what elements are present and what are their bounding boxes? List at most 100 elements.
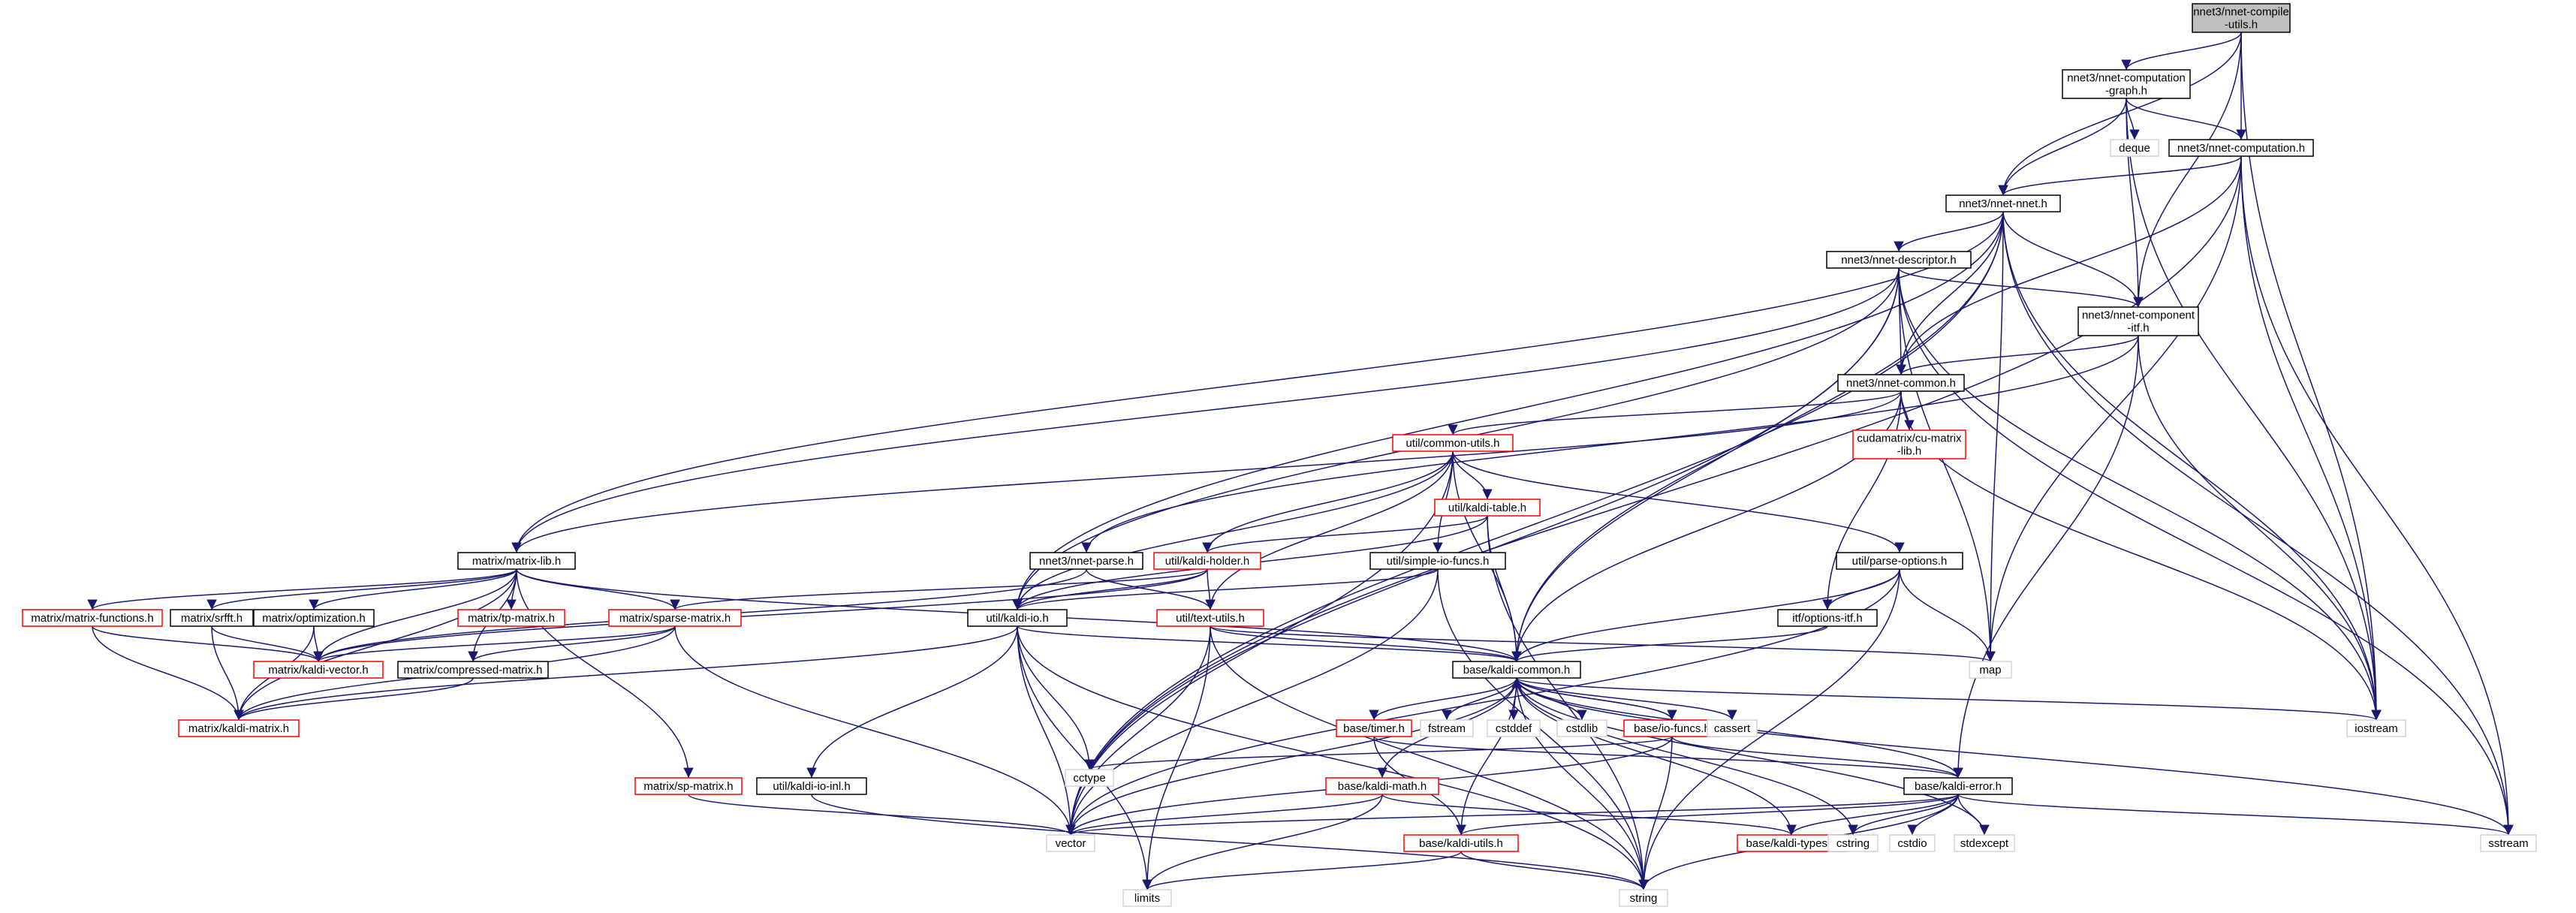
node-kaldi-utils[interactable]: base/kaldi-utils.h bbox=[1403, 834, 1519, 852]
node-sp-matrix[interactable]: matrix/sp-matrix.h bbox=[634, 777, 743, 795]
edge-base_common-to-iostream bbox=[1516, 677, 2382, 721]
node-label: cctype bbox=[1073, 772, 1105, 785]
edge-descriptor-to-vector bbox=[1065, 267, 1900, 836]
node-compile-utils[interactable]: nnet3/nnet-compile-utils.h bbox=[2192, 3, 2291, 33]
edge-kaldi_math-to-vector bbox=[1065, 794, 1383, 836]
edge-io_funcs-to-cctype bbox=[1084, 736, 1673, 770]
nodes-layer: nnet3/nnet-compile-utils.h nnet3/nnet-com… bbox=[22, 3, 2537, 907]
node-kaldi-holder[interactable]: util/kaldi-holder.h bbox=[1153, 552, 1261, 570]
node-box bbox=[1836, 552, 1963, 570]
edge-matrix_lib-to-srfft bbox=[206, 568, 517, 610]
node-computation[interactable]: nnet3/nnet-computation.h bbox=[2168, 139, 2314, 157]
edge-srfft-to-kaldi_matrix bbox=[211, 625, 244, 721]
edge-common-to-options_itf bbox=[1822, 390, 1902, 610]
edge-matrix_lib-to-optimization bbox=[309, 568, 517, 610]
edge-text_utils-to-string bbox=[1210, 625, 1649, 890]
node-box bbox=[1153, 552, 1261, 570]
node-matrix-lib[interactable]: matrix/matrix-lib.h bbox=[457, 552, 576, 570]
edge-kaldi_utils-to-limits bbox=[1142, 851, 1462, 890]
node-label: matrix/sparse-matrix.h bbox=[619, 612, 731, 625]
edges-layer bbox=[87, 32, 2514, 890]
node-box bbox=[2192, 3, 2291, 33]
edge-nnet-to-vector bbox=[1065, 211, 2004, 836]
node-box bbox=[1826, 251, 1972, 269]
edge-kaldi_holder-to-text_utils bbox=[1205, 568, 1216, 610]
node-box bbox=[1434, 499, 1541, 517]
node-box bbox=[1954, 834, 2015, 852]
node-common[interactable]: nnet3/nnet-common.h bbox=[1837, 374, 1965, 392]
node-label: base/kaldi-utils.h bbox=[1419, 837, 1503, 850]
node-label: base/io-funcs.h bbox=[1634, 722, 1710, 735]
edge-kaldi_io_inl-to-string bbox=[811, 794, 1649, 890]
node-box bbox=[1452, 661, 1581, 679]
edge-component_itf-to-iostream bbox=[2138, 335, 2382, 721]
node-simple-io[interactable]: util/simple-io-funcs.h bbox=[1369, 552, 1506, 570]
node-label: nnet3/nnet-component bbox=[2082, 309, 2195, 322]
node-label: util/simple-io-funcs.h bbox=[1387, 555, 1490, 568]
node-io-funcs[interactable]: base/io-funcs.h bbox=[1623, 719, 1721, 737]
node-cu-matrix-lib[interactable]: cudamatrix/cu-matrix-lib.h bbox=[1852, 429, 1966, 460]
edge-common-to-matrix_lib bbox=[511, 390, 1902, 553]
edge-base_common-to-kaldi_utils bbox=[1456, 677, 1517, 836]
node-kaldi-matrix[interactable]: matrix/kaldi-matrix.h bbox=[178, 719, 300, 737]
node-box bbox=[457, 552, 576, 570]
node-text-utils[interactable]: util/text-utils.h bbox=[1156, 609, 1264, 627]
edge-comp_graph-to-component_itf bbox=[2126, 98, 2144, 308]
node-box bbox=[1029, 552, 1143, 570]
edge-common_utils-to-parse_options bbox=[1452, 450, 1905, 553]
node-base-common[interactable]: base/kaldi-common.h bbox=[1452, 661, 1581, 679]
node-kaldi-table[interactable]: util/kaldi-table.h bbox=[1434, 499, 1541, 517]
node-label: base/timer.h bbox=[1343, 722, 1405, 735]
node-box bbox=[1619, 889, 1668, 907]
node-label: cstdio bbox=[1897, 837, 1927, 850]
edge-kaldi_io-to-cctype bbox=[1017, 625, 1095, 770]
node-label: fstream bbox=[1428, 722, 1466, 735]
node-timer[interactable]: base/timer.h bbox=[1336, 719, 1412, 737]
node-kaldi-io[interactable]: util/kaldi-io.h bbox=[967, 609, 1068, 627]
node-kaldi-vector[interactable]: matrix/kaldi-vector.h bbox=[253, 661, 384, 679]
node-optimization[interactable]: matrix/optimization.h bbox=[253, 609, 375, 627]
node-nnet[interactable]: nnet3/nnet-nnet.h bbox=[1945, 194, 2061, 212]
node-string: string bbox=[1619, 889, 1668, 907]
node-comp-graph[interactable]: nnet3/nnet-computation-graph.h bbox=[2062, 69, 2191, 99]
node-kaldi-math[interactable]: base/kaldi-math.h bbox=[1325, 777, 1439, 795]
edge-descriptor-to-component_itf bbox=[1898, 267, 2144, 308]
edge-component_itf-to-kaldi_error bbox=[1953, 335, 2139, 779]
edge-kaldi_error-to-stdexcept bbox=[1957, 794, 1990, 836]
node-box bbox=[2346, 719, 2406, 737]
node-common-utils[interactable]: util/common-utils.h bbox=[1392, 434, 1514, 452]
node-parse-options[interactable]: util/parse-options.h bbox=[1836, 552, 1963, 570]
edge-parse_options-to-string bbox=[1638, 568, 1900, 890]
edge-sparse_matrix-to-vector bbox=[674, 625, 1076, 836]
node-kaldi-io-inl[interactable]: util/kaldi-io-inl.h bbox=[756, 777, 867, 795]
node-fstream: fstream bbox=[1420, 719, 1474, 737]
node-kaldi-error[interactable]: base/kaldi-error.h bbox=[1903, 777, 2013, 795]
node-label: limits bbox=[1134, 892, 1160, 905]
edge-kaldi_math-to-kaldi_types bbox=[1381, 794, 1797, 836]
edge-nnet-to-component_itf bbox=[2002, 211, 2144, 308]
node-kaldi-types[interactable]: base/kaldi-types.h bbox=[1737, 834, 1846, 852]
node-box bbox=[1707, 719, 1758, 737]
node-matrix-functions[interactable]: matrix/matrix-functions.h bbox=[22, 609, 163, 627]
node-stdexcept: stdexcept bbox=[1954, 834, 2015, 852]
edge-compile_utils-to-nnet bbox=[1998, 32, 2242, 196]
node-nnet-parse[interactable]: nnet3/nnet-parse.h bbox=[1029, 552, 1143, 570]
node-label: util/parse-options.h bbox=[1852, 555, 1948, 568]
node-box bbox=[397, 661, 549, 679]
node-label: map bbox=[1979, 664, 2001, 676]
node-tp-matrix[interactable]: matrix/tp-matrix.h bbox=[457, 609, 565, 627]
node-compressed-matrix[interactable]: matrix/compressed-matrix.h bbox=[397, 661, 549, 679]
edge-io_funcs-to-kaldi_error bbox=[1671, 736, 1963, 779]
node-sparse-matrix[interactable]: matrix/sparse-matrix.h bbox=[608, 609, 742, 627]
edge-kaldi_io-to-string bbox=[1017, 625, 1649, 890]
edge-nnet-to-descriptor bbox=[1894, 211, 2004, 252]
node-box bbox=[1889, 834, 1936, 852]
node-label: nnet3/nnet-parse.h bbox=[1039, 555, 1134, 568]
node-cassert: cassert bbox=[1707, 719, 1758, 737]
node-options-itf[interactable]: itf/options-itf.h bbox=[1777, 609, 1878, 627]
node-box bbox=[1827, 834, 1879, 852]
node-component-itf[interactable]: nnet3/nnet-component-itf.h bbox=[2077, 306, 2199, 336]
node-srfft[interactable]: matrix/srfft.h bbox=[170, 609, 254, 627]
node-descriptor[interactable]: nnet3/nnet-descriptor.h bbox=[1826, 251, 1972, 269]
edge-nnet-to-iostream bbox=[2002, 211, 2382, 721]
